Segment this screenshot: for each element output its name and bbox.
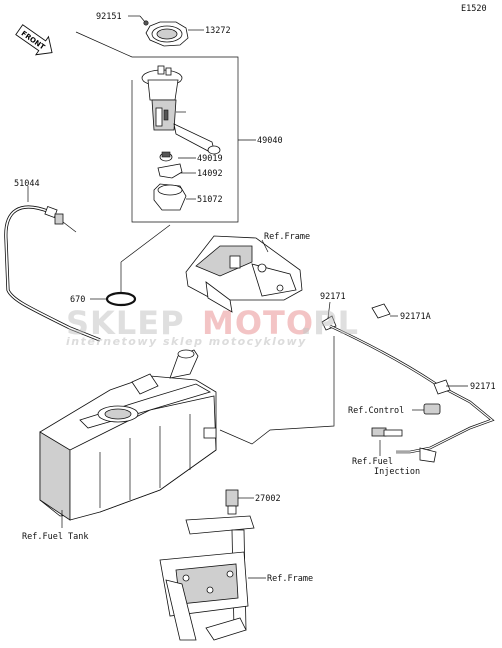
label-49019: 49019 (197, 154, 223, 164)
strainer-51072 (153, 183, 187, 211)
leader-frame-to-tank (219, 336, 335, 445)
fuel-tank (39, 349, 217, 528)
label-51072: 51072 (197, 195, 223, 205)
fuel-pump-49040 (141, 65, 221, 155)
gasket-14092 (157, 163, 183, 179)
ref-fuel-injection-line2: Injection (374, 467, 420, 477)
lock-ring-13272 (145, 21, 189, 47)
ref-frame-top: Ref.Frame (264, 232, 310, 242)
front-arrow-icon: FRONT (15, 24, 53, 56)
frame-bottom (159, 489, 266, 641)
watermark-logo: SKLEP MOTO .PL internetowy sklep motocyk… (66, 304, 359, 348)
ref-control: Ref.Control (348, 406, 404, 416)
frame-top (185, 235, 303, 313)
o-ring-670 (90, 224, 171, 307)
hose-51044 (4, 186, 101, 342)
ref-frame-bottom: Ref.Frame (267, 574, 313, 584)
label-92171A: 92171A (400, 312, 431, 322)
fuel-injector (371, 427, 403, 456)
label-13272: 13272 (205, 26, 231, 36)
label-49040: 49040 (257, 136, 283, 146)
watermark-brand-moto: MOTO (202, 304, 314, 342)
label-27002: 27002 (255, 494, 281, 504)
watermark-tagline: internetowy sklep motocyklowy (66, 335, 307, 348)
ref-fuel-injection-line1: Ref.Fuel (352, 457, 393, 467)
fuel-hose-right (329, 324, 495, 463)
clip-92171A (371, 303, 398, 319)
ref-fuel-tank: Ref.Fuel Tank (22, 532, 89, 542)
diagram-code: E1520 (461, 4, 487, 14)
label-92171-bottom: 92171 (470, 382, 496, 392)
pump-bracket-lines (75, 15, 256, 223)
label-670: 670 (70, 295, 85, 305)
label-92171-top: 92171 (320, 292, 346, 302)
label-51044: 51044 (14, 179, 40, 189)
label-14092: 14092 (197, 169, 223, 179)
watermark-brand-pl: .PL (300, 304, 359, 342)
bolt-92151 (143, 20, 149, 26)
watermark-brand-sklep: SKLEP (66, 304, 185, 342)
label-92151: 92151 (96, 12, 122, 22)
filter-49019 (159, 151, 173, 162)
